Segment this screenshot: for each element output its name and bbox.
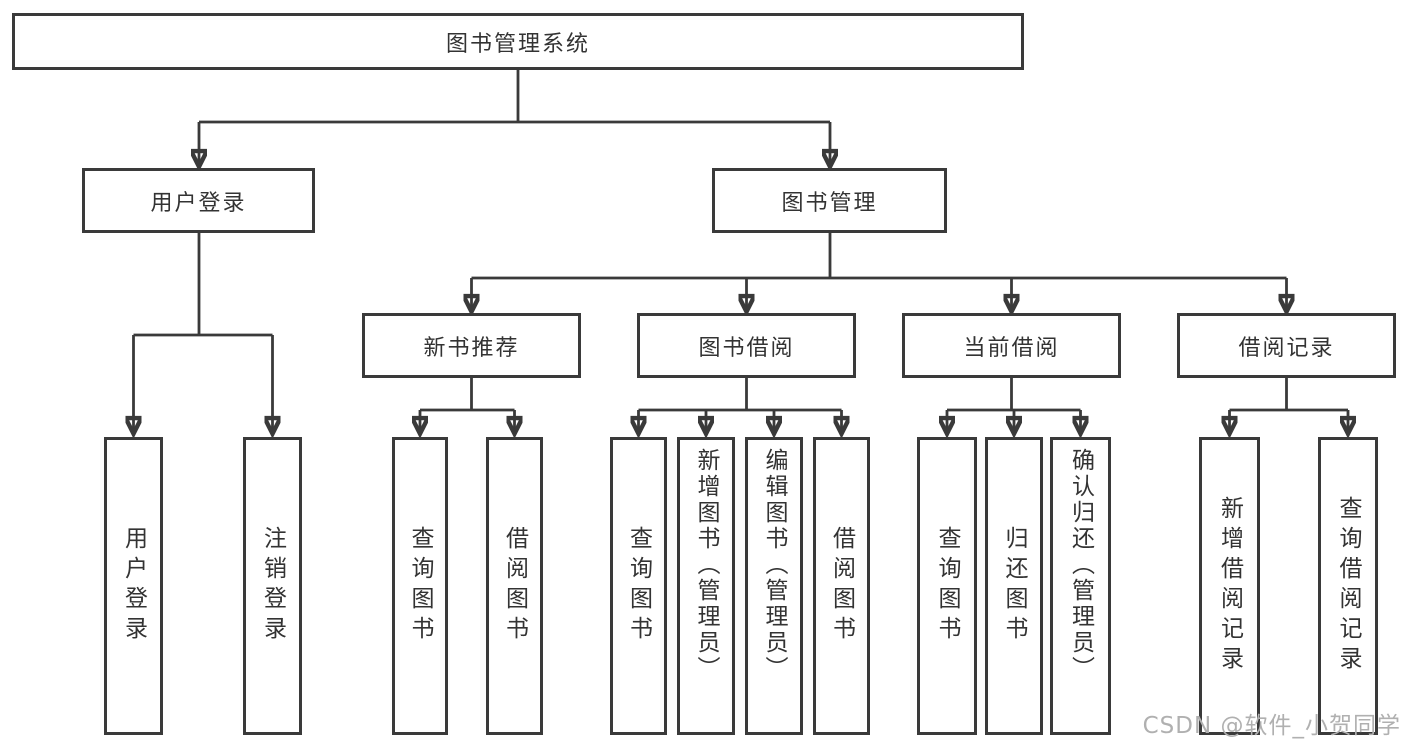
connector-book-management-children [472,233,1287,311]
connector-trunk [947,378,1081,412]
node-leaf-query-book-3: 查询图书 [917,437,977,735]
node-current-borrow: 当前借阅 [902,313,1121,378]
node-leaf-user-login: 用户登录 [104,437,163,735]
node-leaf-confirm-return-admin: 确认归还（管理员） [1050,437,1111,735]
node-leaf-add-book-admin: 新增图书（管理员） [677,437,735,735]
node-leaf-borrow-book-1: 借阅图书 [486,437,543,735]
node-leaf-edit-book-admin: 编辑图书（管理员） [745,437,803,735]
node-leaf-query-book-1: 查询图书 [392,437,448,735]
connector-root-to-level2 [199,70,830,166]
connector-borrow-records-children [1230,378,1349,433]
connector-trunk [1229,378,1348,412]
node-library-management-system: 图书管理系统 [12,13,1024,70]
node-leaf-add-borrow-record: 新增借阅记录 [1199,437,1260,735]
connector-new-book-recommend-children [420,378,515,433]
connector-book-borrow-children [639,378,842,433]
node-leaf-query-book-2: 查询图书 [610,437,667,735]
node-leaf-borrow-book-2: 借阅图书 [813,437,870,735]
node-user-login: 用户登录 [82,168,315,233]
connector-trunk [471,233,1287,280]
connector-current-borrow-children [947,378,1081,433]
node-borrow-records: 借阅记录 [1177,313,1396,378]
node-leaf-query-borrow-record: 查询借阅记录 [1318,437,1378,735]
node-book-borrow: 图书借阅 [637,313,856,378]
node-leaf-logout: 注销登录 [243,437,302,735]
connector-trunk [133,233,273,337]
node-book-management: 图书管理 [712,168,947,233]
connector-trunk [638,378,842,412]
connector-trunk [420,378,515,412]
csdn-watermark: CSDN @软件_小贺同学 [1142,713,1401,739]
node-leaf-return-book: 归还图书 [985,437,1043,735]
connector-user-login-children [134,233,273,433]
connector-trunk [199,70,830,124]
node-new-book-recommend: 新书推荐 [362,313,581,378]
